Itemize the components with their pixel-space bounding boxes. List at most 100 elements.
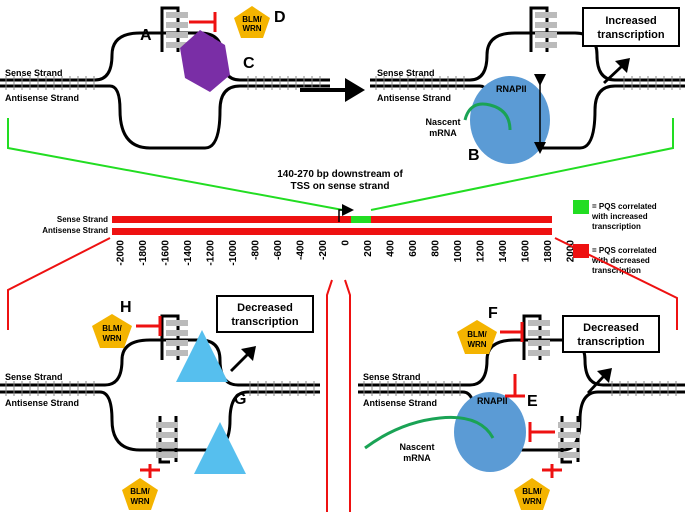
panel-top-right: RNAPII Nascent mRNA B Sense Strand Antis… — [370, 6, 685, 164]
panel-top-left: BLM/ WRN A D C Sense Strand Antisense St… — [0, 6, 330, 150]
legend-text: = PQS correlated — [592, 202, 657, 211]
blm-wrn-label: WRN — [242, 24, 261, 33]
g-quadruplex-a — [160, 6, 188, 52]
axis-tick-label: -1600 — [161, 240, 172, 266]
blm-wrn-label: WRN — [467, 340, 486, 349]
blm-wrn-label: WRN — [522, 497, 541, 506]
sense-strand-label: Sense Strand — [57, 215, 108, 224]
g-quadruplex-sense — [160, 314, 188, 360]
blm-wrn-label: WRN — [102, 334, 121, 343]
decreased-transcription-box — [216, 295, 314, 333]
legend-text: transcription — [592, 222, 641, 231]
blm-wrn-pentagon — [514, 478, 550, 510]
blm-wrn-pentagon — [457, 320, 497, 354]
rnapii-label: RNAPII — [496, 84, 527, 94]
legend-text: with decreased — [591, 256, 650, 265]
letter-d: D — [274, 9, 286, 26]
tss-note: TSS on sense strand — [291, 181, 390, 192]
outcome-label: Increased — [605, 15, 656, 27]
legend-green-swatch — [573, 200, 589, 214]
axis-tick-label: 1800 — [543, 240, 554, 263]
nascent-label: Nascent — [399, 442, 434, 452]
sense-strand-label: Sense Strand — [5, 68, 63, 78]
antisense-strand-label: Antisense Strand — [5, 398, 79, 408]
letter-c: C — [243, 55, 255, 72]
blm-wrn-pentagon — [92, 314, 132, 348]
nascent-mrna — [463, 102, 512, 131]
blm-wrn-label: BLM/ — [467, 330, 487, 339]
axis-tick-label: 800 — [431, 240, 442, 257]
blocked-polymerase-triangle — [176, 330, 228, 382]
pqs-green-segment — [351, 216, 371, 223]
outcome-label: transcription — [597, 29, 665, 41]
axis-tick-label: 0 — [341, 240, 352, 246]
antisense-strand-label: Antisense Strand — [377, 93, 451, 103]
axis-tick-label: 200 — [363, 240, 374, 257]
letter-g: G — [234, 391, 246, 408]
antisense-strand-label: Antisense Strand — [363, 398, 437, 408]
letter-a: A — [140, 27, 152, 44]
antisense-strand-label: Antisense Strand — [42, 226, 108, 235]
sense-strand-label: Sense Strand — [5, 372, 63, 382]
axis-tick-label: -400 — [296, 240, 307, 260]
axis-tick-label: -1000 — [228, 240, 239, 266]
sense-strand-label: Sense Strand — [377, 68, 435, 78]
sense-strand-bar — [112, 216, 552, 223]
axis-tick-label: -800 — [251, 240, 262, 260]
g-quadruplex-antisense — [558, 416, 580, 464]
axis-tick-label: -600 — [273, 240, 284, 260]
axis-tick-label: -200 — [318, 240, 329, 260]
letter-f: F — [488, 305, 498, 322]
nascent-mrna — [364, 415, 495, 450]
axis-tick-label: 1400 — [498, 240, 509, 263]
blm-wrn-label: BLM/ — [242, 15, 262, 24]
nascent-label: mRNA — [429, 128, 457, 138]
decrease-arrow — [230, 346, 256, 372]
g-quadruplex-resolved — [529, 6, 557, 52]
rnapii-label: RNAPII — [477, 396, 508, 406]
axis-ticks: -2000-1800-1600-1400-1200-1000-800-600-4… — [116, 240, 577, 266]
axis-tick-label: 1200 — [476, 240, 487, 263]
tss-note: 140-270 bp downstream of — [277, 169, 403, 180]
axis-tick-label: 1000 — [453, 240, 464, 263]
axis-tick-label: 600 — [408, 240, 419, 257]
axis-tick-label: -1400 — [183, 240, 194, 266]
nascent-label: mRNA — [403, 453, 431, 463]
letter-h: H — [120, 299, 132, 316]
outcome-label: transcription — [577, 336, 645, 348]
letter-e: E — [527, 393, 538, 410]
g-quadruplex-antisense — [156, 416, 178, 464]
increase-arrow — [603, 58, 630, 84]
outcome-label: transcription — [231, 316, 299, 328]
legend-text: with increased — [591, 212, 648, 221]
helicase-hexagon — [180, 30, 230, 92]
blocked-polymerase-triangle — [194, 422, 246, 474]
increased-transcription-box — [582, 7, 680, 47]
blm-wrn-label: BLM/ — [522, 487, 542, 496]
panel-bottom-right: RNAPII Nascent mRNA BLM/ WRN BLM/ WRN F … — [358, 305, 685, 510]
blm-wrn-label: BLM/ — [130, 487, 150, 496]
outcome-label: Decreased — [583, 322, 639, 334]
legend-text: transcription — [592, 266, 641, 275]
axis-tick-label: 2000 — [566, 240, 577, 263]
axis-tick-label: -1800 — [138, 240, 149, 266]
letter-b: B — [468, 147, 480, 164]
g-quadruplex-sense — [522, 314, 550, 360]
decrease-arrow — [587, 368, 612, 394]
blm-wrn-label: WRN — [130, 497, 149, 506]
legend-text: = PQS correlated — [592, 246, 657, 255]
blm-wrn-pentagon-top — [234, 6, 270, 38]
axis-tick-label: 1600 — [521, 240, 532, 263]
axis-tick-label: 400 — [386, 240, 397, 257]
axis-tick-label: -1200 — [206, 240, 217, 266]
axis-tick-label: -2000 — [116, 240, 127, 266]
panel-bottom-left: BLM/ WRN BLM/ WRN H G Sense Strand Antis… — [0, 295, 320, 510]
tss-arrow — [338, 204, 354, 222]
sense-strand-label: Sense Strand — [363, 372, 421, 382]
blm-wrn-pentagon — [122, 478, 158, 510]
antisense-strand-label: Antisense Strand — [5, 93, 79, 103]
decreased-transcription-box — [562, 315, 660, 353]
antisense-strand-bar — [112, 228, 552, 235]
transition-arrow — [300, 78, 365, 102]
nascent-label: Nascent — [425, 117, 460, 127]
